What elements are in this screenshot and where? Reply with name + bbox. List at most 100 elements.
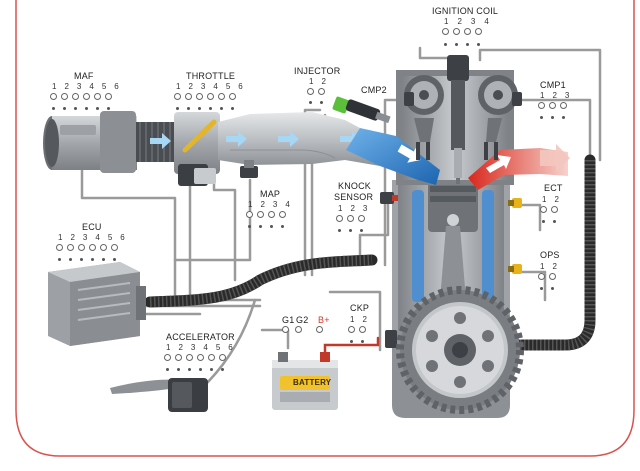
ecu-jack-6[interactable] <box>111 244 118 251</box>
camshaft-exhaust[interactable] <box>478 75 518 160</box>
ignition-coil-jack-1[interactable] <box>442 28 449 35</box>
map-jacks <box>246 211 286 218</box>
ops-jack-2[interactable] <box>549 273 556 280</box>
ect-jack-1[interactable] <box>540 206 547 213</box>
accelerator-jack-4[interactable] <box>197 354 204 361</box>
knock-test-points <box>338 229 363 232</box>
map-sensor[interactable] <box>240 160 258 178</box>
throttle-jack-6[interactable] <box>229 93 236 100</box>
ignition-coil-jack-2[interactable] <box>453 28 460 35</box>
knock-jack-2[interactable] <box>347 215 354 222</box>
ops-pin-1: 1 <box>540 262 545 271</box>
ecu-unit[interactable] <box>48 262 146 346</box>
knock-jack-1[interactable] <box>336 215 343 222</box>
ignition-coil-unit[interactable] <box>447 55 469 184</box>
injector-jack-2[interactable] <box>318 88 325 95</box>
ckp-test-points <box>350 340 364 343</box>
ops-test-points <box>540 287 554 290</box>
fuel-injector[interactable] <box>332 96 391 124</box>
cmp1-sensor[interactable] <box>512 92 522 106</box>
ops-pin-numbers: 1 2 <box>540 262 557 271</box>
crankshaft-wheel[interactable] <box>396 286 524 414</box>
ops-sensor[interactable] <box>508 264 522 274</box>
accelerator-jack-5[interactable] <box>208 354 215 361</box>
maf-jack-5[interactable] <box>94 93 101 100</box>
ecu-jack-1[interactable] <box>56 244 63 251</box>
battery-g1-jack[interactable] <box>282 326 289 333</box>
maf-jack-4[interactable] <box>83 93 90 100</box>
ecu-jack-5[interactable] <box>100 244 107 251</box>
ckp-sensor[interactable] <box>385 330 397 348</box>
maf-jack-3[interactable] <box>72 93 79 100</box>
battery-bplus-jack[interactable] <box>316 326 323 333</box>
map-test-points <box>248 225 284 228</box>
map-label: MAP <box>260 189 281 199</box>
throttle-jack-4[interactable] <box>207 93 214 100</box>
knock-pin-numbers: 1 2 3 <box>338 204 367 213</box>
maf-jack-6[interactable] <box>105 93 112 100</box>
battery-bplus-label: B+ <box>318 315 330 325</box>
ect-sensor[interactable] <box>508 198 522 208</box>
throttle-test-points <box>176 107 234 110</box>
ect-jacks <box>540 206 558 213</box>
map-jack-2[interactable] <box>257 211 264 218</box>
map-pin-numbers: 1 2 3 4 <box>248 200 290 209</box>
maf-jack-1[interactable] <box>50 93 57 100</box>
map-pin-3: 3 <box>272 200 278 209</box>
ignition-coil-label: IGNITION COIL <box>432 6 499 16</box>
cmp1-jack-1[interactable] <box>538 102 545 109</box>
throttle-jack-3[interactable] <box>196 93 203 100</box>
maf-sensor[interactable] <box>43 111 180 173</box>
accelerator-pedal[interactable] <box>110 378 208 412</box>
ops-jack-1[interactable] <box>538 273 545 280</box>
maf-pin-3: 3 <box>76 82 82 91</box>
cmp1-jack-2[interactable] <box>549 102 556 109</box>
battery-terminal-jacks <box>282 326 323 333</box>
ignition-coil-jack-4[interactable] <box>475 28 482 35</box>
ecu-jack-2[interactable] <box>67 244 74 251</box>
ckp-jack-1[interactable] <box>348 326 355 333</box>
accelerator-jack-1[interactable] <box>164 354 171 361</box>
ecu-jack-4[interactable] <box>89 244 96 251</box>
maf-jack-2[interactable] <box>61 93 68 100</box>
ecu-jacks <box>56 244 118 251</box>
accelerator-jack-2[interactable] <box>175 354 182 361</box>
maf-pin-6: 6 <box>114 82 119 91</box>
accelerator-test-points <box>166 368 224 371</box>
maf-label: MAF <box>74 71 94 81</box>
accelerator-pin-numbers: 1 2 3 4 5 6 <box>166 343 233 352</box>
cmp1-jack-3[interactable] <box>560 102 567 109</box>
camshaft-intake[interactable] <box>404 75 444 160</box>
ops-label: OPS <box>540 250 560 260</box>
ect-jack-2[interactable] <box>551 206 558 213</box>
accelerator-jack-3[interactable] <box>186 354 193 361</box>
battery-positive-wire <box>323 336 380 360</box>
accelerator-jack-6[interactable] <box>219 354 226 361</box>
cmp1-label: CMP1 <box>540 80 566 90</box>
ignition-coil-pin-4: 4 <box>484 17 489 26</box>
ecu-jack-3[interactable] <box>78 244 85 251</box>
map-jack-1[interactable] <box>246 211 253 218</box>
ckp-pin-2: 2 <box>362 315 367 324</box>
throttle-body[interactable] <box>174 112 220 186</box>
ignition-coil-jacks <box>442 28 482 35</box>
ecu-pin-4: 4 <box>95 233 100 242</box>
accelerator-pin-5: 5 <box>215 343 221 352</box>
knock-jack-3[interactable] <box>358 215 365 222</box>
map-jack-3[interactable] <box>268 211 275 218</box>
throttle-jack-5[interactable] <box>218 93 225 100</box>
battery-unit[interactable] <box>272 352 338 410</box>
knock-sensor-unit[interactable] <box>380 192 398 204</box>
throttle-jack-1[interactable] <box>174 93 181 100</box>
injector-jack-1[interactable] <box>307 88 314 95</box>
accelerator-pin-2: 2 <box>178 343 183 352</box>
map-jack-4[interactable] <box>279 211 286 218</box>
battery-g2-jack[interactable] <box>295 326 302 333</box>
ckp-jack-2[interactable] <box>359 326 366 333</box>
ignition-coil-jack-3[interactable] <box>464 28 471 35</box>
maf-pin-5: 5 <box>101 82 107 91</box>
throttle-jack-2[interactable] <box>185 93 192 100</box>
accelerator-pin-6: 6 <box>228 343 233 352</box>
cmp2-sensor[interactable] <box>404 92 414 106</box>
injector-pin-2: 2 <box>321 77 326 86</box>
